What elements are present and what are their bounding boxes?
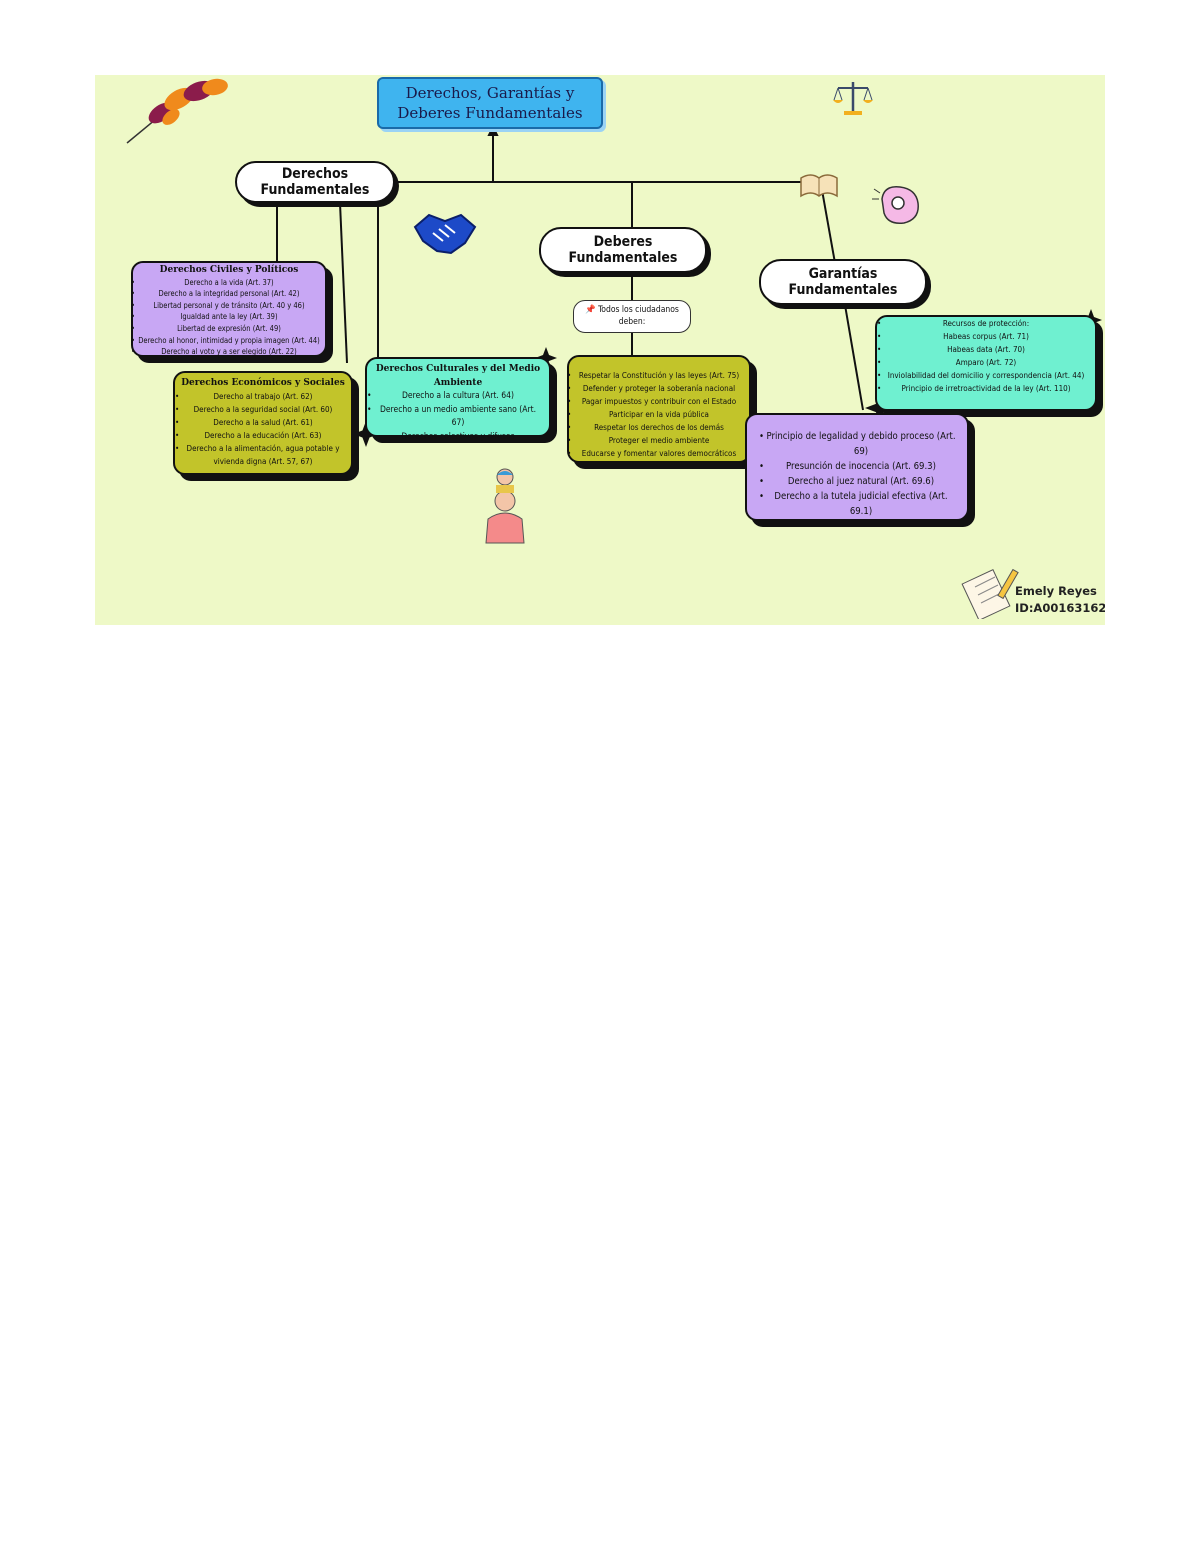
list-item: Libertad de expresión (Art. 49) [131, 323, 321, 335]
list-item: Principio de legalidad y debido proceso … [759, 429, 957, 459]
list-item: Libertad personal y de tránsito (Art. 40… [131, 300, 321, 312]
derechos-fundamentales-node: Derechos Fundamentales [235, 161, 395, 203]
list-item: Presunción de inocencia (Art. 69.3) [759, 459, 957, 474]
list-item: Derecho a un medio ambiente sano (Art. 6… [367, 404, 543, 431]
list-item: Derecho a la integridad personal (Art. 4… [131, 288, 321, 300]
list-item: Derecho al juez natural (Art. 69.6) [759, 474, 957, 489]
author-id: ID:A00163162 [1015, 601, 1105, 615]
derechos-culturales-box: Derechos Culturales y del Medio Ambiente… [365, 357, 551, 444]
derechos-civiles-box: Derechos Civiles y Políticos Derecho a l… [131, 261, 327, 357]
list-item: Derecho al honor, intimidad y propia ima… [131, 335, 321, 347]
family-icon [485, 468, 525, 544]
list-item: Inviolabilidad del domicilio y correspon… [877, 369, 1089, 382]
list-item: Recursos de protección: [877, 317, 1089, 330]
handshake-icon [413, 213, 477, 255]
deberes-fundamentales-node: Deberes Fundamentales [539, 227, 707, 273]
author-signature: Emely Reyes ID:A00163162 [1015, 583, 1105, 617]
box-heading: Derechos Civiles y Políticos [159, 265, 299, 275]
deberes-list: Respetar la Constitución y las leyes (Ar… [567, 369, 745, 460]
list-item: Derecho al voto y a ser elegido (Art. 22… [131, 346, 321, 358]
paper-pencil-icon [961, 568, 1019, 619]
list-item: Habeas data (Art. 70) [877, 343, 1089, 356]
list-item: Participar en la vida pública [567, 408, 745, 421]
mind-map-canvas: Derechos, Garantías y Deberes Fundamenta… [95, 75, 1105, 625]
deberes-note: 📌 Todos los ciudadanos deben: [573, 300, 691, 333]
scales-icon [833, 82, 873, 115]
box-heading: Derechos Culturales y del Medio Ambiente [375, 364, 541, 388]
author-name: Emely Reyes [1015, 584, 1097, 598]
deberes-box: Respetar la Constitución y las leyes (Ar… [567, 355, 751, 463]
list-item: Defender y proteger la soberanía naciona… [567, 382, 745, 395]
list-item: Pagar impuestos y contribuir con el Esta… [567, 395, 745, 408]
derechos-economicos-list: Derecho al trabajo (Art. 62)Derecho a la… [175, 390, 345, 468]
derechos-economicos-box: Derechos Económicos y Sociales Derecho a… [173, 371, 353, 475]
list-item: Respetar la Constitución y las leyes (Ar… [567, 369, 745, 382]
garantias-principios-list: Principio de legalidad y debido proceso … [759, 429, 957, 519]
hand-icon [872, 186, 919, 225]
list-item: Proteger el medio ambiente [567, 434, 745, 447]
list-item: Derecho a la salud (Art. 61) [175, 416, 345, 429]
leaf-icon [126, 78, 228, 144]
derechos-civiles-list: Derecho a la vida (Art. 37)Derecho a la … [131, 277, 321, 358]
map-title: Derechos, Garantías y Deberes Fundamenta… [377, 77, 603, 129]
garantias-principios-box: Principio de legalidad y debido proceso … [745, 413, 969, 521]
book-icon [800, 174, 838, 198]
sparkle-icon [535, 347, 557, 369]
list-item: Habeas corpus (Art. 71) [877, 330, 1089, 343]
connector-lines [276, 124, 864, 411]
list-item: Derecho a la seguridad social (Art. 60) [175, 403, 345, 416]
list-item: Educarse y fomentar valores democráticos [567, 447, 745, 460]
list-item: Igualdad ante la ley (Art. 39) [131, 311, 321, 323]
box-heading: Derechos Económicos y Sociales [181, 378, 345, 388]
list-item: Derecho a la educación (Art. 63) [175, 429, 345, 442]
list-item: Derechos colectivos y difusos [367, 431, 543, 445]
list-item: Derecho al trabajo (Art. 62) [175, 390, 345, 403]
list-item: Principio de irretroactividad de la ley … [877, 382, 1089, 395]
list-item: Respetar los derechos de los demás [567, 421, 745, 434]
list-item: Amparo (Art. 72) [877, 356, 1089, 369]
sparkle-icon [353, 421, 379, 447]
garantias-recursos-box: Recursos de protección:Habeas corpus (Ar… [875, 315, 1097, 411]
list-item: Derecho a la tutela judicial efectiva (A… [759, 489, 957, 519]
derechos-culturales-list: Derecho a la cultura (Art. 64)Derecho a … [367, 390, 543, 445]
list-item: Derecho a la vida (Art. 37) [131, 277, 321, 289]
garantias-fundamentales-node: Garantías Fundamentales [759, 259, 927, 305]
list-item: Derecho a la cultura (Art. 64) [367, 390, 543, 404]
garantias-recursos-list: Recursos de protección:Habeas corpus (Ar… [877, 317, 1089, 395]
list-item: Derecho a la alimentación, agua potable … [175, 442, 345, 468]
